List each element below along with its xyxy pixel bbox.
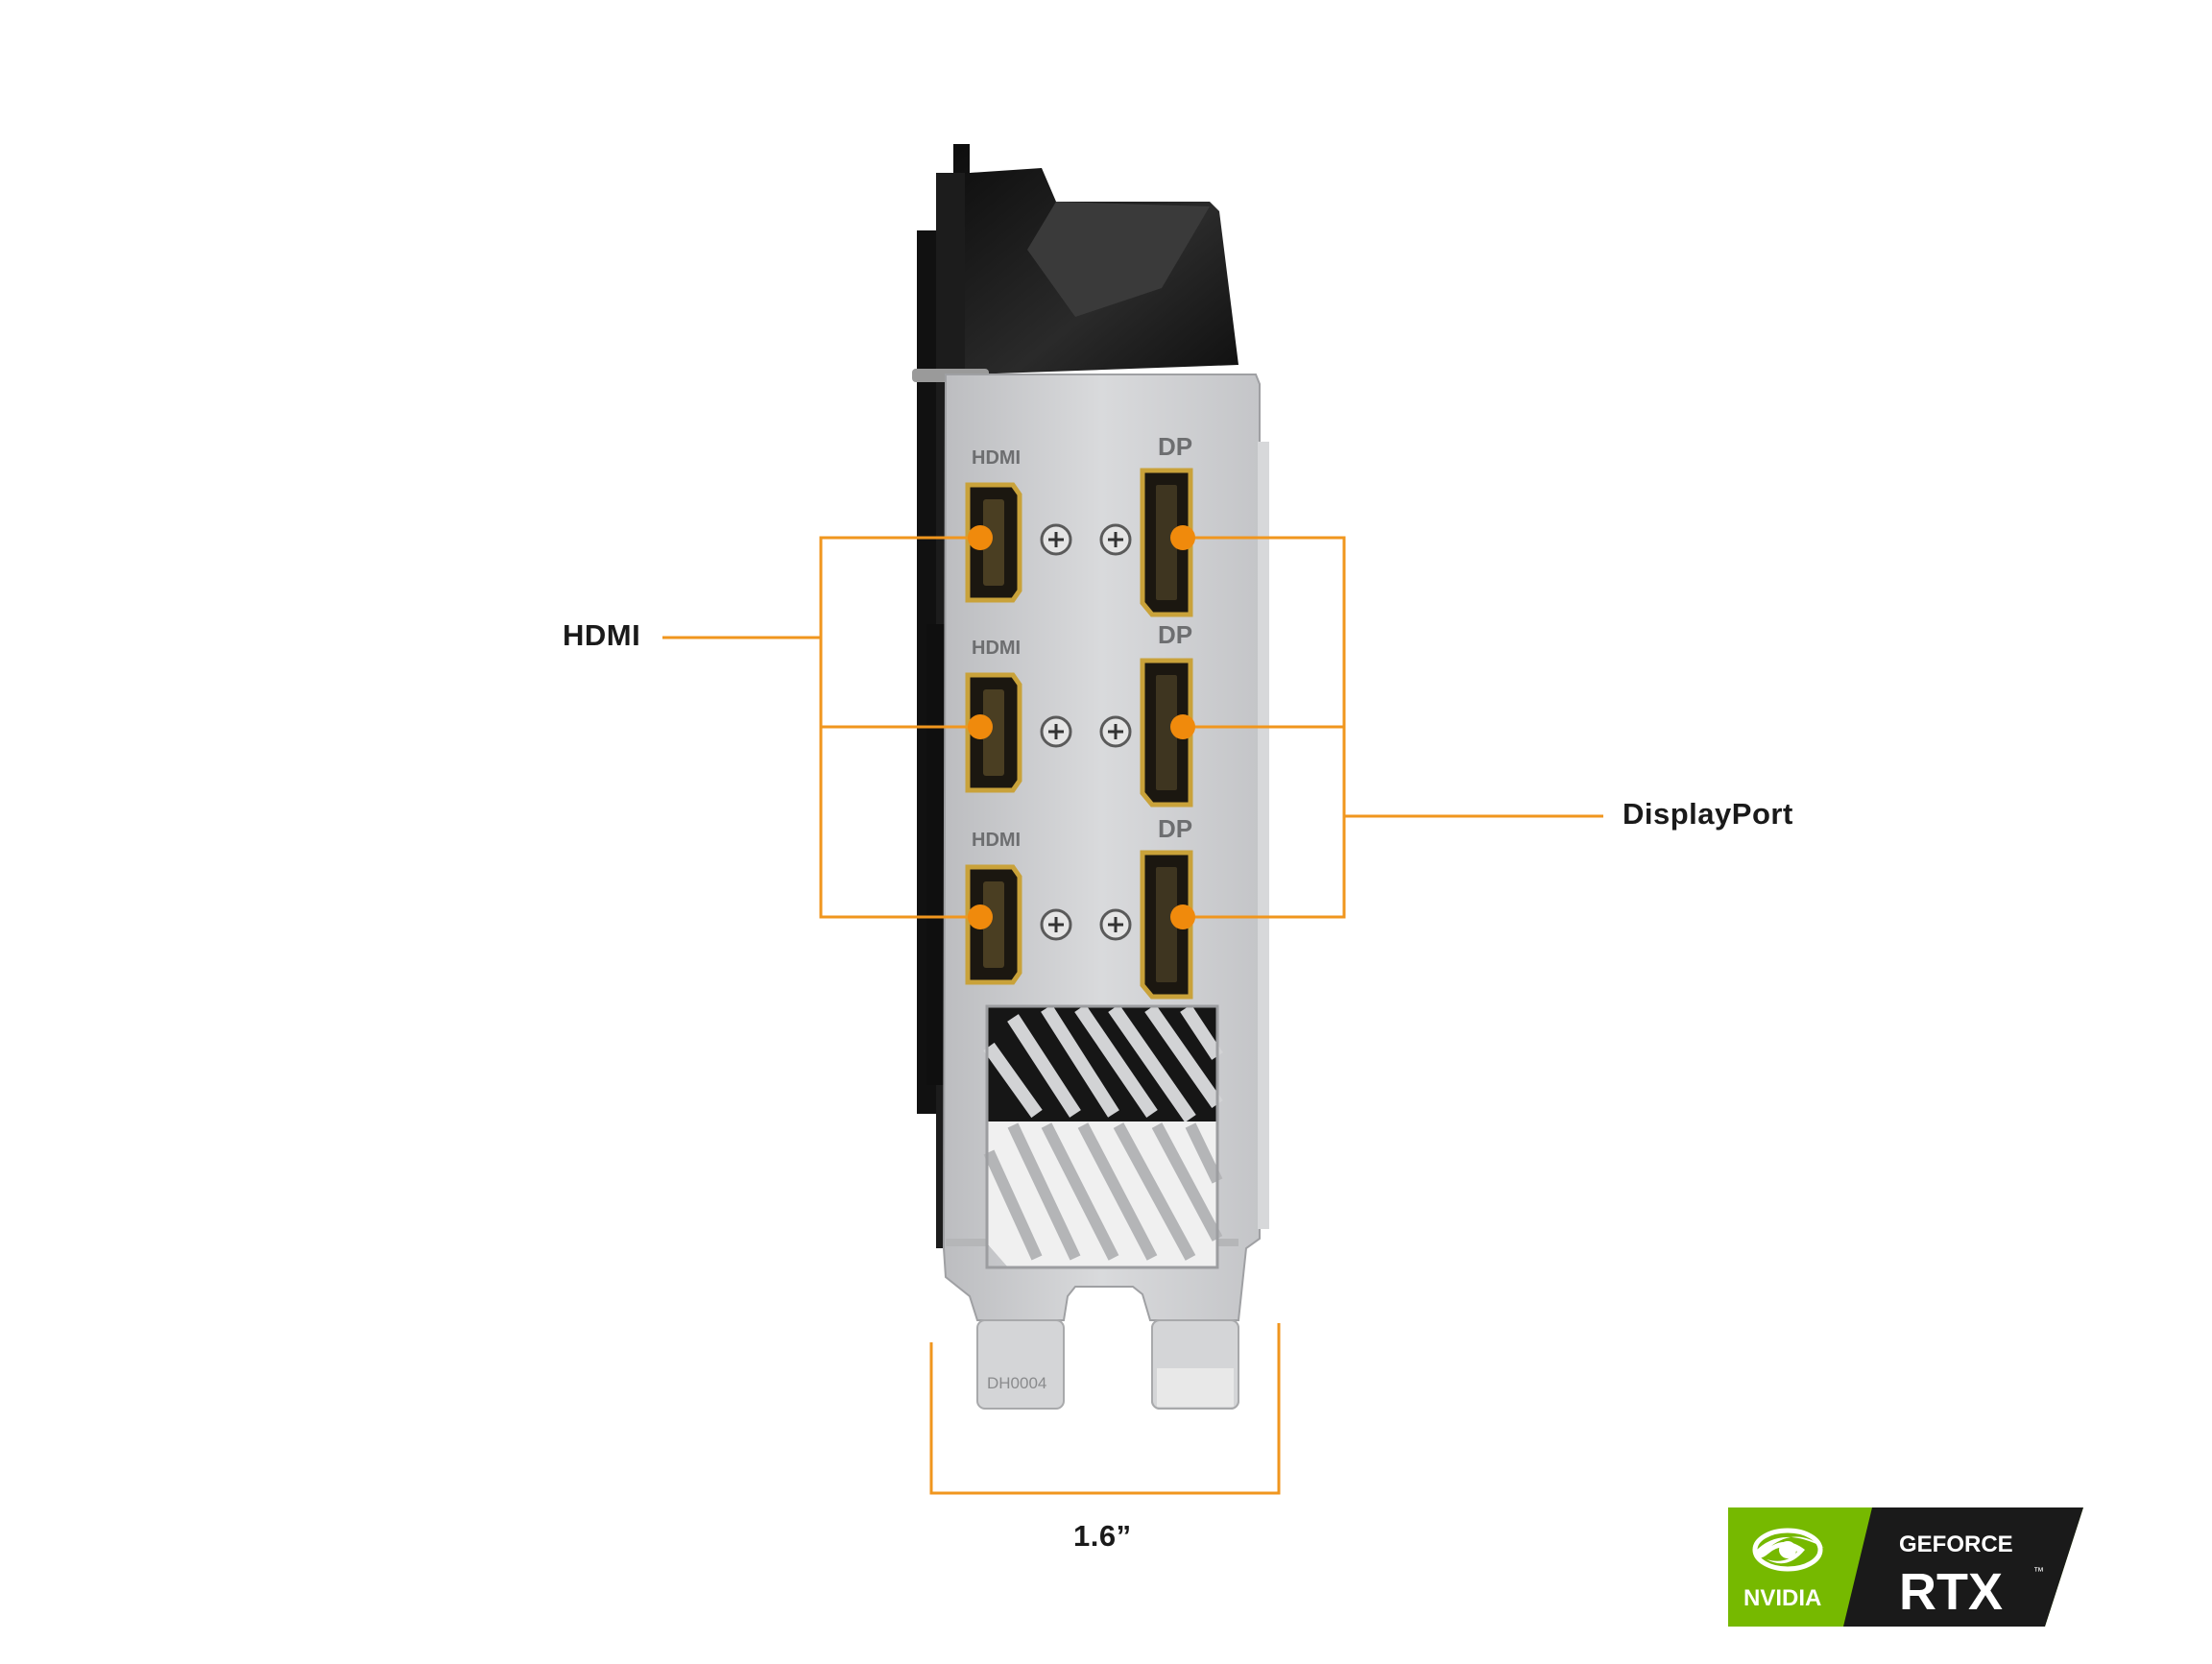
vent-grille [983,1003,1223,1269]
displayport-callout-lines [1183,536,1603,919]
bracket-width-label: 1.6” [1073,1519,1132,1553]
hdmi-port-3 [965,864,1022,985]
bracket-label-hdmi-3: HDMI [972,830,1021,851]
badge-brand: NVIDIA [1743,1585,1821,1611]
hdmi-callout-label: HDMI [563,618,641,652]
bracket-label-dp-3: DP [1158,814,1192,843]
width-dimension-lines [929,1323,1281,1495]
bracket-label-hdmi-2: HDMI [972,638,1021,659]
port-marker-dots [968,525,1195,929]
bracket-part-number: DH0004 [987,1374,1046,1392]
displayport-3 [1140,850,1193,1000]
hdmi-port-2 [965,672,1022,793]
displayport-ports [1140,468,1193,1000]
hdmi-ports [965,482,1022,985]
displayport-callout-label: DisplayPort [1623,797,1793,831]
bracket-label-dp-2: DP [1158,620,1192,649]
bracket-label-hdmi-1: HDMI [972,447,1021,469]
hdmi-port-1 [965,482,1022,603]
geforce-rtx-badge: NVIDIA GEFORCE RTX ™ [1728,1507,2083,1627]
badge-line1: GEFORCE [1899,1531,2013,1557]
displayport-2 [1140,658,1193,808]
bracket-labels: HDMI HDMI HDMI DP DP DP DH0004 [972,432,1192,1392]
bracket-label-dp-1: DP [1158,432,1192,461]
displayport-1 [1140,468,1193,617]
badge-trademark: ™ [2033,1566,2044,1578]
hdmi-callout-lines [662,536,980,919]
badge-line2: RTX [1899,1563,2003,1621]
nvidia-eye-icon [1752,1528,1824,1572]
